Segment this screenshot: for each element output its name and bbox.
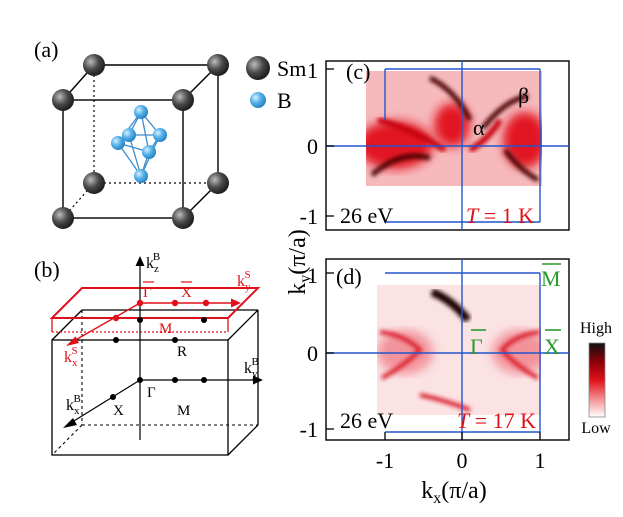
x-axis-title: kx(π/a) bbox=[421, 478, 486, 507]
surface-gamma-bar-label: Γ bbox=[470, 334, 483, 359]
arpes-map-c-intensity bbox=[366, 75, 542, 183]
bulk-point-labels: Γ X M R bbox=[113, 344, 190, 419]
colorbar-gradient bbox=[588, 342, 606, 418]
panel-c-temperature: T = 1 K bbox=[466, 203, 534, 228]
panel-c-ytick-1: 1 bbox=[307, 58, 318, 83]
kx-surface-label: kxS bbox=[64, 345, 78, 369]
surface-x-label: X bbox=[181, 285, 192, 301]
xtick-neg1: -1 bbox=[376, 448, 394, 473]
panel-a: (a) bbox=[34, 37, 306, 229]
samarium-atom-icon bbox=[52, 207, 74, 229]
bulk-x-label: X bbox=[113, 403, 124, 419]
boron-octahedron bbox=[111, 105, 167, 183]
samarium-atom-icon bbox=[172, 89, 194, 111]
legend-b-label: B bbox=[277, 88, 292, 113]
bulk-m-label: M bbox=[177, 403, 190, 419]
samarium-atom-icon bbox=[172, 207, 194, 229]
panel-b-label: (b) bbox=[34, 257, 60, 282]
panel-c-yticks bbox=[326, 68, 334, 217]
beta-pocket-label: β bbox=[518, 83, 529, 108]
panel-d-ytick-1: 1 bbox=[307, 263, 318, 288]
panel-d-frame bbox=[325, 258, 570, 441]
bulk-high-symmetry-points bbox=[110, 317, 207, 400]
xtick-0: 0 bbox=[457, 448, 468, 473]
panel-c: 1 0 -1 (c) α β 26 eV T = 1 K bbox=[300, 58, 570, 231]
bulk-gamma-label: Γ bbox=[147, 385, 156, 401]
surface-x-bar-label: X bbox=[544, 334, 560, 359]
intensity-colorbar: High Low bbox=[580, 320, 612, 437]
panel-c-ytick-neg1: -1 bbox=[300, 204, 318, 229]
kx-bulk-label: kxB bbox=[66, 393, 81, 417]
surface-m-label: M bbox=[159, 321, 172, 337]
alpha-pocket-label: α bbox=[473, 115, 485, 140]
samarium-atom-icon bbox=[83, 54, 105, 76]
panel-a-label: (a) bbox=[34, 37, 58, 62]
panel-d-photon-energy: 26 eV bbox=[340, 408, 393, 433]
panel-d-ytick-neg1: -1 bbox=[300, 417, 318, 442]
xtick-1: 1 bbox=[535, 448, 546, 473]
atom-legend: Sm B bbox=[246, 56, 306, 113]
boron-atom-icon bbox=[142, 145, 156, 159]
panel-d-label: (d) bbox=[336, 264, 362, 289]
samarium-atom-icon bbox=[207, 54, 229, 76]
panel-c-photon-energy: 26 eV bbox=[340, 203, 393, 228]
boron-atom-icon bbox=[122, 128, 136, 142]
bulk-zone-edges bbox=[51, 309, 259, 456]
panel-c-zone-lines bbox=[326, 61, 569, 230]
surface-high-symmetry-points bbox=[112, 299, 210, 322]
panel-d-ytick-0: 0 bbox=[307, 341, 318, 366]
bulk-r-label: R bbox=[177, 344, 187, 360]
samarium-atom-icon bbox=[52, 89, 74, 111]
colorbar-low-label: Low bbox=[581, 420, 611, 437]
panel-d: 1 0 -1 -1 0 1 (d) M Γ X 26 eV T = 17 K bbox=[300, 258, 570, 473]
boron-atom-icon bbox=[111, 136, 125, 150]
kz-bulk-label: kzB bbox=[146, 251, 160, 275]
samarium-atoms bbox=[52, 54, 229, 229]
panel-b: (b) bbox=[34, 251, 263, 456]
arpes-map-d-intensity bbox=[377, 288, 541, 412]
ky-bulk-label: kyB bbox=[244, 356, 259, 380]
unit-cell-hidden-edges bbox=[62, 65, 218, 219]
surface-axes bbox=[66, 298, 241, 346]
bulk-zone-hidden-edges bbox=[51, 310, 258, 456]
legend-sm-label: Sm bbox=[277, 56, 306, 81]
surface-point-labels: Γ X M bbox=[143, 281, 192, 337]
bulk-axes bbox=[63, 256, 263, 440]
boron-atom-icon bbox=[250, 92, 266, 108]
boron-atom-icon bbox=[134, 169, 148, 183]
bulk-axis-labels: kzB kyB kxB bbox=[66, 251, 259, 417]
samarium-atom-icon bbox=[207, 172, 229, 194]
boron-atom-icon bbox=[134, 105, 148, 119]
colorbar-high-label: High bbox=[580, 320, 612, 337]
panel-d-symmetry-labels: M Γ X bbox=[470, 263, 561, 359]
samarium-atom-icon bbox=[246, 56, 270, 80]
surface-m-bar-label: M bbox=[541, 266, 561, 291]
samarium-atom-icon bbox=[83, 172, 105, 194]
ky-surface-label: kyS bbox=[237, 269, 251, 293]
surface-axis-labels: kyS kxS bbox=[64, 269, 251, 369]
panel-d-ticks bbox=[326, 272, 541, 440]
boron-atom-icon bbox=[153, 128, 167, 142]
y-axis-title: ky(π/a) bbox=[285, 229, 314, 294]
surface-gamma-label: Γ bbox=[143, 285, 152, 301]
panel-d-temperature: T = 17 K bbox=[457, 408, 536, 433]
panel-c-label: (c) bbox=[346, 59, 370, 84]
panel-c-ytick-0: 0 bbox=[307, 134, 318, 159]
unit-cell-edges bbox=[62, 64, 219, 219]
